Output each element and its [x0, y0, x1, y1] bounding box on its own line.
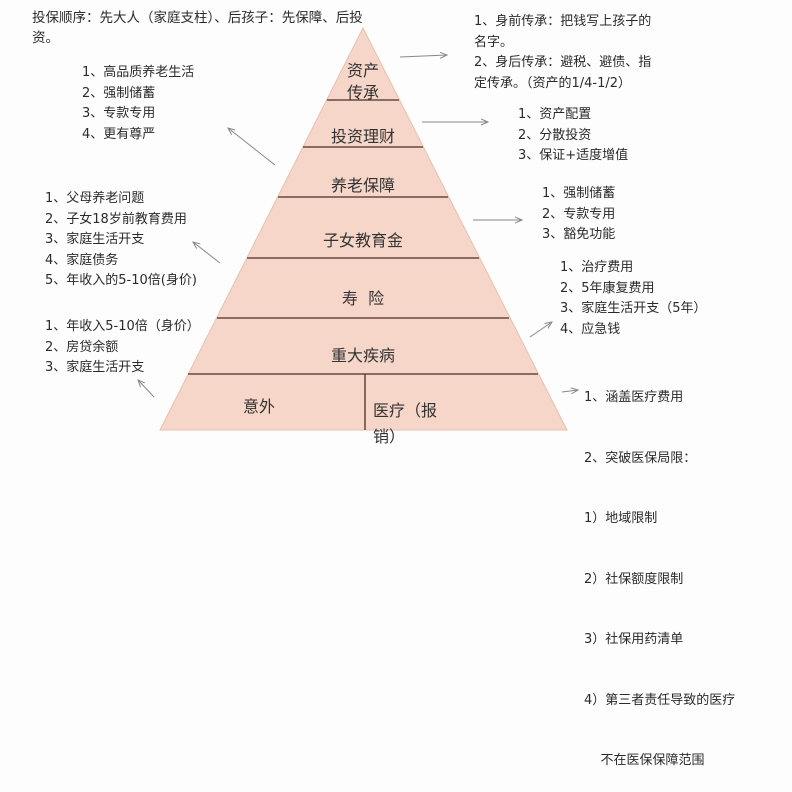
- note-item: 2、专款专用: [542, 206, 616, 222]
- notes-medical: 1、涵盖医疗费用 2、突破医保局限： 1）地域限制 2）社保额度限制 3）社保用…: [584, 348, 735, 792]
- note-item: 3）社保用药清单: [584, 632, 684, 647]
- note-item: 2、强制储蓄: [82, 85, 156, 101]
- note-item: 2、身后传承：避税、避债、指: [474, 55, 652, 70]
- level-life: 寿 险: [341, 289, 385, 308]
- arrow-critical: [529, 322, 552, 338]
- note-item: 5、年收入的5-10倍(身价): [45, 273, 197, 288]
- arrow-medical: [561, 390, 578, 392]
- level-accident: 意外: [242, 397, 276, 416]
- title-line: 资。: [32, 30, 59, 46]
- level-education: 子女教育金: [322, 231, 404, 250]
- note-item: 2、5年康复费用: [560, 280, 655, 296]
- arrows: [138, 55, 578, 398]
- note-item: 1、年收入5-10倍（身价）: [45, 319, 200, 334]
- title-text: 投保顺序：先大人（家庭支柱）、后孩子：先保障、后投 资。: [32, 8, 363, 48]
- note-item: 不在医保保障范围: [584, 753, 705, 768]
- notes-pension: 1、高品质养老生活 2、强制储蓄 3、专款专用 4、更有尊严: [82, 63, 194, 145]
- note-item: 4）第三者责任导致的医疗: [584, 692, 736, 708]
- notes-critical: 1、治疗费用 2、5年康复费用 3、家庭生活开支（5年） 4、应急钱: [560, 258, 707, 340]
- note-item: 3、家庭生活开支: [45, 360, 145, 375]
- note-item: 2、分散投资: [518, 127, 592, 143]
- level-label: 传承: [346, 83, 380, 102]
- note-item: 4、更有尊严: [82, 126, 156, 142]
- note-item: 1、高品质养老生活: [82, 65, 195, 80]
- level-label: 资产: [346, 61, 380, 80]
- note-item: 1、涵盖医疗费用: [584, 390, 684, 405]
- level-medical: 医疗（报 销）: [373, 398, 437, 450]
- note-item: 4、家庭债务: [45, 252, 119, 268]
- pyramid-dividers: [188, 99, 538, 430]
- level-asset-inherit: 资产 传承: [347, 60, 379, 104]
- note-item: 1、资产配置: [518, 107, 592, 122]
- title-line: 投保顺序：先大人（家庭支柱）、后孩子：先保障、后投: [32, 10, 363, 26]
- arrow-pension: [228, 128, 276, 166]
- level-pension: 养老保障: [330, 176, 396, 195]
- note-item: 2、房贷余额: [45, 339, 119, 355]
- note-item: 3、保证+适度增值: [518, 148, 629, 163]
- note-item: 2、突破医保局限：: [584, 450, 697, 466]
- arrow-asset: [399, 55, 447, 57]
- note-item: 2）社保额度限制: [584, 571, 684, 587]
- notes-asset-inherit: 1、身前传承：把钱写上孩子的 名字。 2、身后传承：避税、避债、指 定传承。（资…: [474, 12, 651, 94]
- note-item: 1、身前传承：把钱写上孩子的: [474, 14, 652, 29]
- note-item: 1）地域限制: [584, 511, 658, 526]
- notes-life: 1、父母养老问题 2、子女18岁前教育费用 3、家庭生活开支 4、家庭债务 5、…: [45, 189, 197, 292]
- level-invest: 投资理财: [330, 127, 396, 146]
- note-item: 3、家庭生活开支: [45, 232, 145, 247]
- arrow-life: [193, 242, 221, 264]
- level-label: 销）: [373, 427, 406, 446]
- pyramid-diagram: [0, 26, 792, 431]
- notes-invest: 1、资产配置 2、分散投资 3、保证+适度增值: [518, 105, 628, 167]
- pyramid-shape: [159, 26, 568, 431]
- note-item: 3、家庭生活开支（5年）: [560, 301, 707, 316]
- notes-education: 1、强制储蓄 2、专款专用 3、豁免功能: [542, 184, 615, 246]
- arrow-accident: [138, 380, 155, 398]
- note-item: 3、专款专用: [82, 106, 156, 121]
- note-item: 4、应急钱: [560, 321, 621, 337]
- note-item: 2、子女18岁前教育费用: [45, 211, 187, 227]
- notes-accident: 1、年收入5-10倍（身价） 2、房贷余额 3、家庭生活开支: [45, 317, 200, 379]
- note-item: 3、豁免功能: [542, 227, 616, 242]
- note-item: 定传承。（资产的1/4-1/2）: [474, 75, 632, 91]
- note-item: 名字。: [474, 34, 514, 50]
- level-critical: 重大疾病: [330, 346, 396, 365]
- level-label: 医疗（报: [373, 401, 438, 420]
- note-item: 1、治疗费用: [560, 260, 634, 275]
- note-item: 1、父母养老问题: [45, 191, 145, 206]
- note-item: 1、强制储蓄: [542, 186, 616, 201]
